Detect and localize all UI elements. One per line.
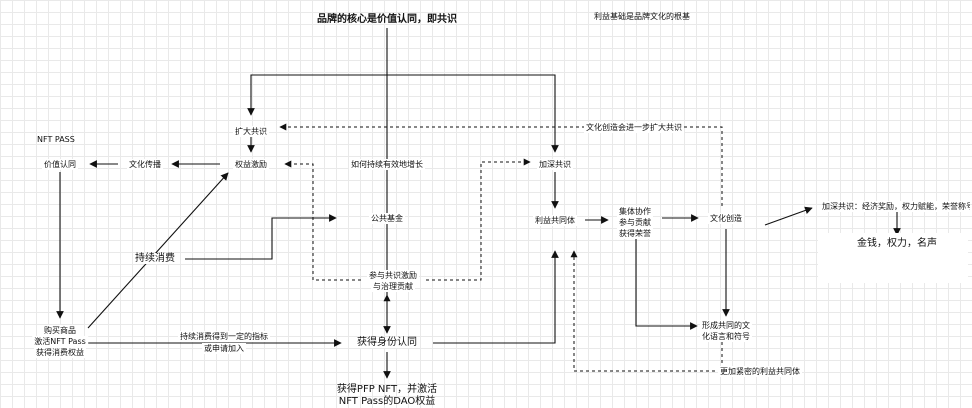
- edge-culture-to-expand: [279, 123, 723, 206]
- edge-closer-loop: [570, 250, 723, 372]
- edge-label-culture-expand: 文化创造会进一步扩大共识: [584, 122, 684, 133]
- node-pfp-line-2: NFT Pass的DAO权益: [338, 396, 436, 407]
- node-collab-line-1: 集体协作: [617, 206, 653, 217]
- node-bg-money: [818, 233, 968, 283]
- node-identity: 获得身份认同: [355, 337, 419, 348]
- edge-consume-to-fund: [185, 214, 337, 260]
- node-pfp-line-1: 获得PFP NFT，并激活: [336, 384, 438, 395]
- node-expand-consensus: 扩大共识: [233, 126, 269, 137]
- edge-participate-to-rights: [284, 160, 361, 281]
- node-culture-spread: 文化传播: [127, 159, 163, 170]
- edge-participate-to-deepen: [426, 158, 531, 281]
- node-participate-line-1: 参与共识激励: [367, 270, 419, 281]
- node-common-language-1: 形成共同的文: [700, 320, 752, 331]
- edge-label-closer-community: 更加紧密的利益共同体: [718, 366, 802, 377]
- edge-top-to-expand: [247, 74, 387, 116]
- node-continuous-consume: 持续消费: [133, 253, 177, 264]
- node-participate-line-2: 与治理贡献: [371, 281, 415, 292]
- node-buy-line-1: 购买商品: [42, 325, 78, 336]
- node-buy-line-3: 获得消费权益: [34, 347, 86, 358]
- node-value-identity: 价值认同: [42, 159, 78, 170]
- edge-label-threshold-1: 持续消费得到一定的指标: [178, 331, 270, 342]
- edge-culture-to-detail: [764, 206, 813, 226]
- node-deepen-detail: 加深共识：经济奖励，权力赋能，荣誉称号: [822, 201, 970, 212]
- top-note: 利益基础是品牌文化的根基: [594, 12, 690, 21]
- diagram-title: 品牌的核心是价值认同，即共识: [317, 14, 457, 25]
- node-culture-create: 文化创造: [708, 213, 744, 224]
- node-common-language-2: 化语言和符号: [700, 331, 752, 342]
- node-how-to-grow: 如何持续有效地增长: [349, 159, 425, 170]
- node-buy-line-2: 激活NFT Pass: [32, 336, 88, 347]
- node-collab-line-3: 获得荣誉: [617, 228, 653, 239]
- node-collab-line-2: 参与贡献: [617, 217, 653, 228]
- node-rights-incentive: 权益激励: [233, 159, 269, 170]
- edge-identity-to-interest: [433, 250, 559, 344]
- nft-pass-label: NFT PASS: [37, 135, 75, 144]
- node-deepen-consensus: 加深共识: [537, 159, 573, 170]
- node-public-fund: 公共基金: [369, 213, 405, 224]
- edge-collab-to-common: [635, 232, 698, 330]
- node-interest-community: 利益共同体: [533, 215, 577, 226]
- edge-top-to-deepen: [387, 74, 559, 153]
- edge-buy-to-rights: [87, 172, 229, 329]
- node-money-power-fame: 金钱，权力，名声: [857, 238, 937, 249]
- edge-label-threshold-2: 或申请加入: [202, 343, 246, 354]
